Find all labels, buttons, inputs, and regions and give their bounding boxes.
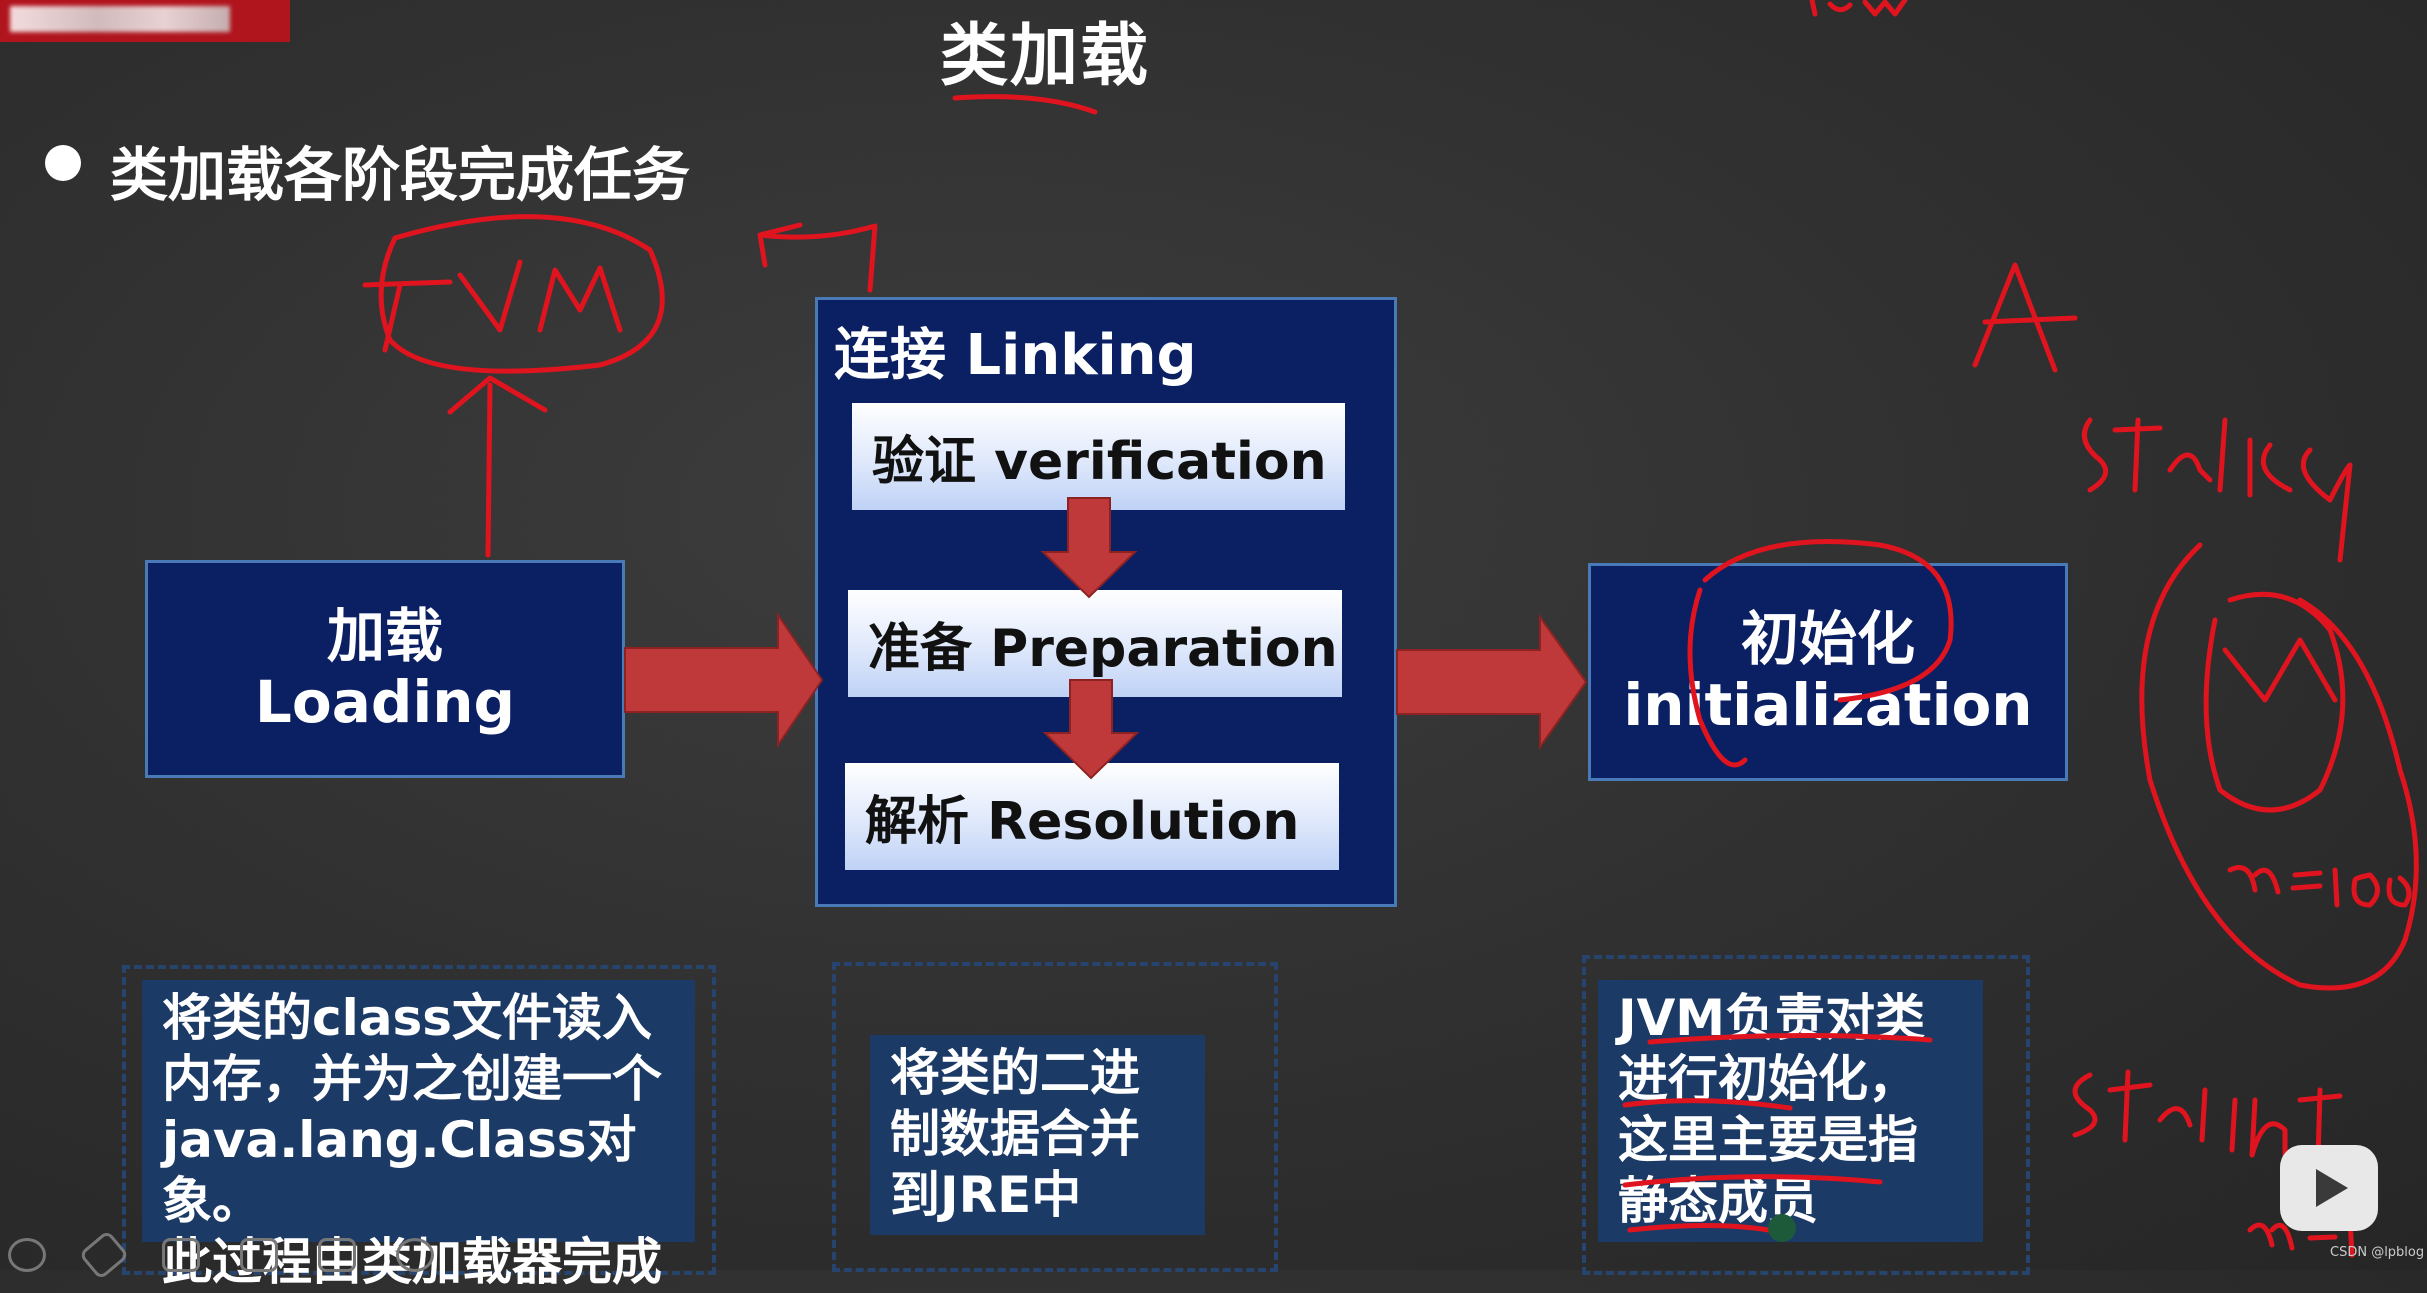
- linking-note: 将类的二进 制数据合并 到JRE中: [870, 1035, 1205, 1235]
- init-note-line-2: 进行初始化，: [1618, 1050, 1918, 1108]
- linking-title: 连接 Linking: [834, 323, 1197, 388]
- underline-4: [1627, 1222, 1783, 1235]
- step-verification: 验证 verification: [852, 403, 1345, 510]
- arrow-preparation-to-resolution: [1042, 679, 1140, 780]
- up-arrow-to-jvm: [447, 375, 548, 558]
- watermark: CSDN @lpblog: [2330, 1245, 2425, 1260]
- underline-2: [1622, 1098, 1793, 1111]
- init-circle: [1687, 539, 1954, 768]
- init-note-line-3: 这里主要是指: [1618, 1111, 1918, 1169]
- statics-handwriting: [2081, 417, 2353, 563]
- step-resolution: 解析 Resolution: [845, 763, 1339, 870]
- arrow-verification-to-preparation: [1040, 497, 1138, 599]
- cursor-dot: [1768, 1214, 1796, 1242]
- jvm-circle: [378, 214, 665, 374]
- arrow-linking-to-init: [1396, 613, 1588, 751]
- loading-note-line-1: 将类的class文件读入: [162, 989, 653, 1047]
- init-label-cn: 初始化: [1740, 605, 1915, 673]
- video-logo-icon: [2280, 1145, 2378, 1231]
- loading-label-cn: 加载: [326, 602, 443, 670]
- notes-icon[interactable]: [318, 1238, 356, 1272]
- loading-note-line-2: 内存，并为之创建一个: [162, 1050, 662, 1108]
- init-note: JVM负责对类 进行初始化， 这里主要是指 静态成员: [1598, 980, 1983, 1242]
- loading-note: 将类的class文件读入 内存，并为之创建一个 java.lang.Class对…: [142, 980, 695, 1291]
- redacted-logo: [0, 0, 290, 42]
- object-circle: [2139, 542, 2419, 991]
- new-scribble: [1809, 0, 1908, 17]
- step-preparation: 准备 Preparation: [848, 590, 1342, 697]
- linking-note-line-3: 到JRE中: [890, 1166, 1082, 1224]
- underline-3: [1622, 1174, 1883, 1188]
- loading-note-line-3: java.lang.Class对象。: [162, 1111, 637, 1230]
- screenshot-icon[interactable]: [162, 1238, 200, 1272]
- title-underline: [952, 94, 1098, 115]
- underline-1: [1647, 1032, 1933, 1045]
- play-icon[interactable]: [8, 1238, 46, 1272]
- back-arrow-scribble: [757, 222, 878, 293]
- linking-note-line-2: 制数据合并: [890, 1105, 1140, 1163]
- loading-box: 加载 Loading: [145, 560, 625, 778]
- arrow-loading-to-linking: [624, 611, 824, 749]
- bullet-dot: [45, 145, 81, 181]
- camera-icon[interactable]: [240, 1238, 278, 1272]
- more-icon[interactable]: [396, 1238, 434, 1272]
- letter-a: [1972, 262, 2078, 373]
- object-inner-drawing: [2203, 591, 2346, 813]
- bullet-heading: 类加载各阶段完成任务: [110, 141, 691, 209]
- m-equals-100: [2227, 865, 2412, 908]
- loading-label-en: Loading: [254, 668, 516, 736]
- linking-note-line-1: 将类的二进: [890, 1044, 1140, 1102]
- jvm-handwriting: [362, 259, 623, 353]
- static-int-handwriting: [2072, 1069, 2343, 1163]
- slide-title: 类加载: [940, 17, 1151, 96]
- initialization-box: 初始化 initialization: [1588, 563, 2068, 781]
